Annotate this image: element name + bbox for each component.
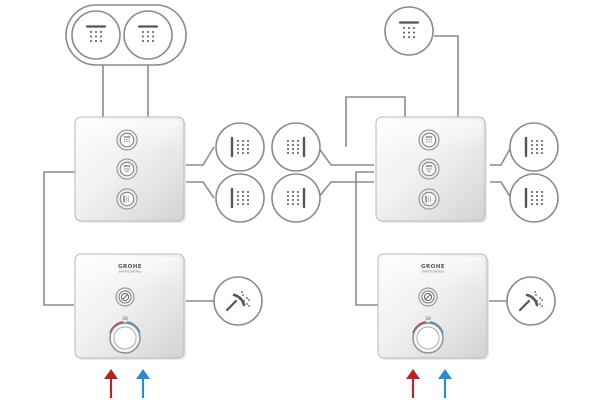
pipe-right-bodyjet-upper: [490, 146, 512, 166]
body-jet-ring: [215, 173, 265, 223]
hot-water-arrow-icon: [406, 369, 420, 398]
right-overhead-shower: [384, 6, 434, 56]
left-body-jets: [215, 122, 265, 223]
right-body-jets: [509, 122, 559, 223]
brand-logo: GROHE: [421, 264, 445, 270]
temperature-knob[interactable]: [412, 322, 444, 354]
cold-water-arrow-icon: [136, 369, 150, 398]
overhead-shower-ring: [71, 10, 121, 60]
hot-indicator-arc: [109, 321, 124, 334]
left-thermostat-module: GROHE SMARTCONTROL 38: [74, 253, 186, 360]
diverter-button-mist[interactable]: [116, 158, 138, 180]
hot-water-arrow-icon: [104, 369, 118, 398]
body-jet-ring: [271, 122, 321, 172]
body-jet-ring: [509, 122, 559, 172]
right-diverter-module: [375, 116, 487, 223]
pipe-right-bodyjet-left-lower: [317, 181, 374, 199]
right-thermostat-module: GROHE SMARTCONTROL 38: [377, 253, 489, 360]
diverter-button-mist[interactable]: [418, 158, 440, 180]
push-button[interactable]: [115, 287, 135, 307]
cold-indicator-arc: [429, 321, 444, 334]
temperature-knob[interactable]: [109, 322, 141, 354]
left-overhead-shower-pair: [65, 4, 187, 66]
cold-indicator-arc: [126, 321, 141, 334]
brand-logo: GROHE: [118, 264, 142, 270]
body-jet-ring: [271, 173, 321, 223]
left-diverter-module: [74, 116, 186, 223]
pipe-right-bodyjet-left-upper: [317, 146, 374, 166]
pipe-right-bodyjet-lower: [490, 181, 512, 199]
body-jet-ring: [215, 122, 265, 172]
diverter-button-rain[interactable]: [116, 129, 138, 151]
cold-water-arrow-icon: [438, 369, 452, 398]
overhead-shower-ring: [123, 10, 173, 60]
diverter-button-jet[interactable]: [418, 188, 440, 210]
pipe-right-overhead: [434, 35, 459, 117]
push-button[interactable]: [418, 287, 438, 307]
pipe-network: [43, 35, 512, 306]
brand-logo-subtext: SMARTCONTROL: [421, 270, 444, 274]
diverter-button-rain[interactable]: [418, 129, 440, 151]
right-hand-shower: [506, 276, 556, 326]
pipe-left-bodyjet-upper: [185, 146, 215, 166]
overhead-shower-ring: [384, 6, 434, 56]
pipe-right-module-to-thermostat: [355, 171, 378, 306]
body-jet-ring: [509, 173, 559, 223]
pipe-left-module-to-thermostat: [43, 171, 75, 306]
hot-indicator-arc: [412, 321, 427, 334]
middle-body-jets: [271, 122, 321, 223]
hand-shower-ring: [213, 276, 263, 326]
pipe-left-bodyjet-lower: [185, 181, 215, 199]
brand-logo-subtext: SMARTCONTROL: [118, 270, 141, 274]
temperature-mark: 38: [122, 316, 128, 322]
hand-shower-ring: [506, 276, 556, 326]
diverter-button-jet[interactable]: [116, 188, 138, 210]
temperature-mark: 38: [425, 316, 431, 322]
pipe-right-bridge: [345, 96, 406, 147]
right-water-supply-arrows: [406, 369, 452, 398]
left-hand-shower: [213, 276, 263, 326]
left-water-supply-arrows: [104, 369, 150, 398]
